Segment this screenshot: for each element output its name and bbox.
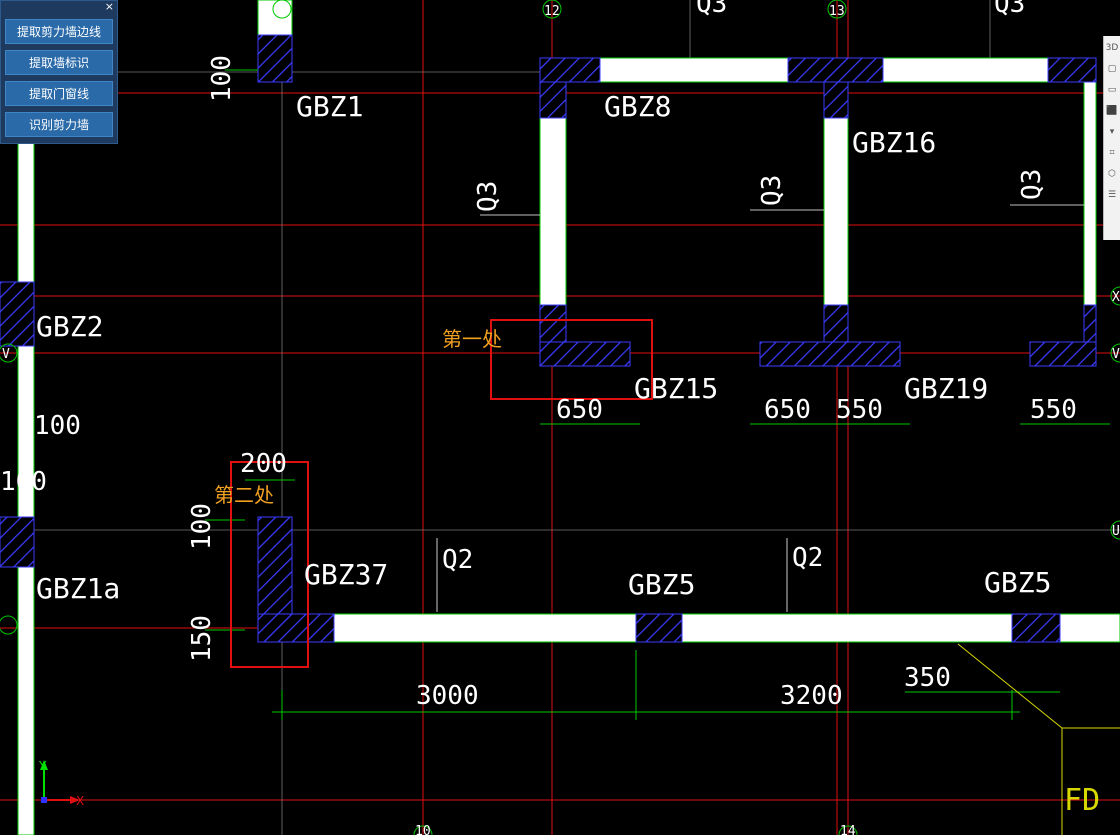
label-gbz19: GBZ19 — [904, 372, 988, 405]
view-cube-icon[interactable]: ▢ — [1107, 64, 1117, 74]
label-gbz37: GBZ37 — [304, 558, 388, 591]
dim-350: 350 — [904, 663, 951, 693]
axis-label-v-right: V — [1112, 347, 1120, 362]
extract-wall-mark-button[interactable]: 提取墙标识 — [5, 50, 113, 75]
label-gbz1: GBZ1 — [296, 90, 363, 123]
label-q3-a: Q3 — [473, 181, 503, 212]
identify-shear-wall-button[interactable]: 识别剪力墙 — [5, 112, 113, 137]
label-gbz16: GBZ16 — [852, 126, 936, 159]
shear-wall-command-panel: × 提取剪力墙边线 提取墙标识 提取门窗线 识别剪力墙 — [0, 0, 118, 144]
view-solid-icon[interactable]: ⬛ — [1106, 106, 1118, 116]
dim-100-top: 100 — [207, 55, 237, 102]
axis-label-x: X — [1112, 290, 1120, 305]
dim-200: 200 — [240, 449, 287, 479]
label-gbz5-b: GBZ5 — [984, 566, 1051, 599]
label-gbz8: GBZ8 — [604, 90, 671, 123]
leader-lines — [436, 204, 1084, 612]
label-q2-b: Q2 — [792, 543, 823, 573]
iso-view-icon[interactable]: ⬡ — [1108, 169, 1116, 179]
dim-3200: 3200 — [780, 681, 843, 711]
dimension-lines — [205, 69, 1110, 720]
label-gbz15: GBZ15 — [634, 372, 718, 405]
label-gbz1a: GBZ1a — [36, 572, 120, 605]
close-icon[interactable]: × — [104, 0, 114, 13]
dim-100-a: 100 — [34, 411, 81, 441]
annotation-text-first: 第一处 — [442, 327, 502, 351]
label-q3-top-b: Q3 — [994, 0, 1025, 19]
view-3d-icon[interactable]: 3D — [1105, 43, 1119, 53]
list-icon[interactable]: ☰ — [1107, 190, 1117, 200]
extract-wall-edge-button[interactable]: 提取剪力墙边线 — [5, 19, 113, 44]
dim-550-a: 550 — [836, 395, 883, 425]
label-gbz5-a: GBZ5 — [628, 568, 695, 601]
dim-650-b: 650 — [764, 395, 811, 425]
view-toolbar: 3D ▢ ▭ ⬛ ▾ ⌗ ⬡ ☰ — [1103, 36, 1120, 240]
wall-hatching — [0, 34, 1097, 643]
axis-label-10: 10 — [415, 824, 431, 835]
view-plan-icon[interactable]: ▭ — [1107, 85, 1117, 95]
extract-door-window-button[interactable]: 提取门窗线 — [5, 81, 113, 106]
annotation-box-second — [230, 461, 309, 668]
axis-label-14: 14 — [840, 824, 856, 835]
dim-100-c: 100 — [187, 503, 217, 550]
dim-150: 150 — [187, 615, 217, 662]
axis-label-13: 13 — [829, 4, 845, 19]
axis-label-u: U — [1112, 524, 1120, 539]
ucs-y-label: Y — [38, 759, 47, 773]
label-fd: FD — [1064, 783, 1100, 818]
label-gbz2: GBZ2 — [36, 310, 103, 343]
ucs-x-label: X — [76, 794, 84, 808]
label-q2-a: Q2 — [442, 545, 473, 575]
dim-650-a: 650 — [556, 395, 603, 425]
label-q3-top-a: Q3 — [696, 0, 727, 19]
label-q3-c: Q3 — [1017, 169, 1047, 200]
dim-3000: 3000 — [416, 681, 479, 711]
axis-label-12: 12 — [544, 4, 560, 19]
dropdown-icon[interactable]: ▾ — [1109, 127, 1115, 137]
dim-100-b: 100 — [0, 467, 47, 497]
ucs-icon: Y X — [38, 759, 84, 808]
dim-550-b: 550 — [1030, 395, 1077, 425]
axis-label-v-left: V — [2, 347, 10, 362]
annotation-text-second: 第二处 — [214, 483, 274, 507]
label-q3-b: Q3 — [757, 175, 787, 206]
select-box-icon[interactable]: ⌗ — [1109, 148, 1115, 158]
annotation-box-first — [490, 319, 653, 400]
fd-area — [957, 643, 1120, 835]
